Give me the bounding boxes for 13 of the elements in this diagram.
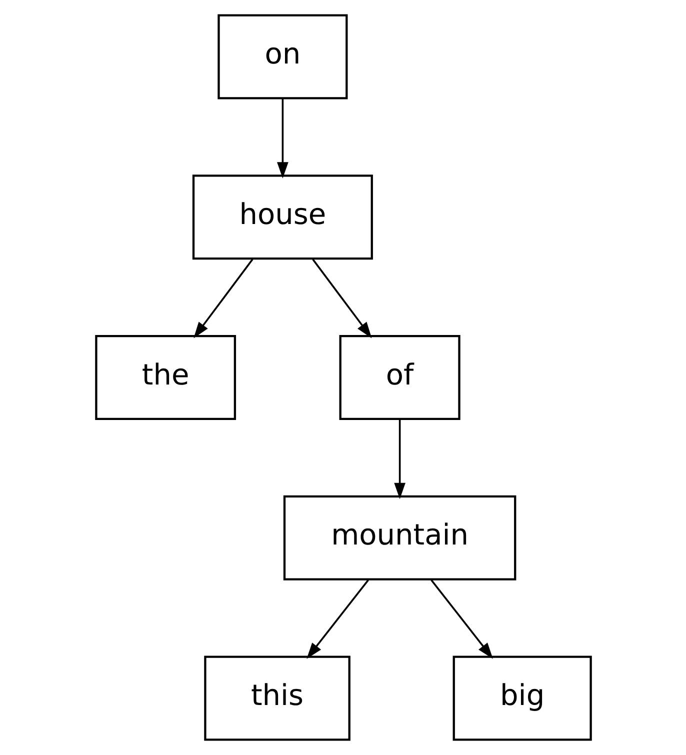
node-box: the — [94, 334, 236, 420]
node-box: big — [452, 656, 592, 741]
node-box: on — [217, 14, 348, 100]
node-box: this — [204, 656, 350, 741]
arrow — [394, 420, 405, 500]
node-box: of — [338, 334, 460, 420]
node-box: house — [192, 174, 372, 260]
arrow — [306, 579, 368, 659]
arrow — [312, 258, 372, 338]
node-box: mountain — [282, 495, 516, 580]
arrow — [193, 258, 253, 338]
arrow — [430, 579, 492, 659]
arrow — [276, 98, 288, 178]
